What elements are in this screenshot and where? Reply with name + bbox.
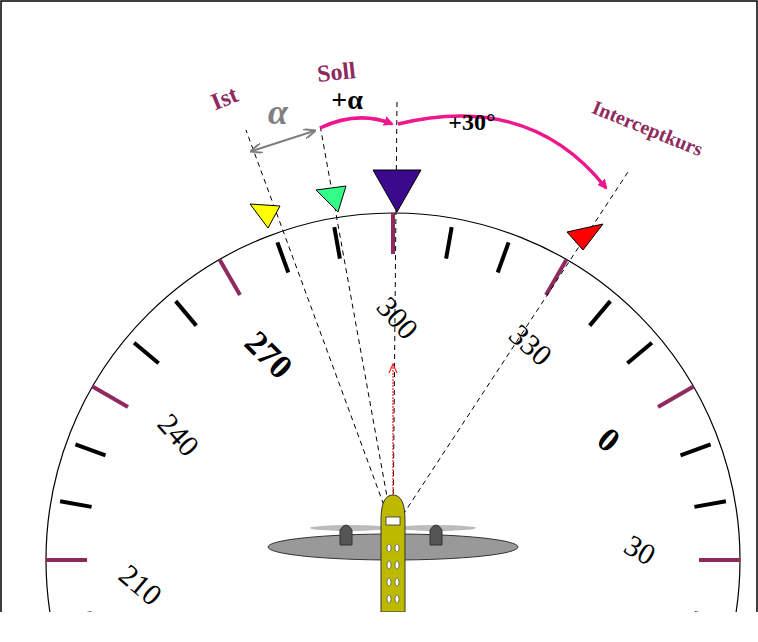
intercept-bug [567,224,603,250]
compass-tick [627,343,652,364]
heading-number: 210 [113,559,167,611]
plus-30-arrow [398,116,606,188]
compass-ticks [46,213,740,612]
compass-tick [60,501,92,507]
heading-number: 0 [591,422,626,459]
compass-tick [446,227,452,259]
heading-number: 270 [238,325,298,385]
bearing-lines [246,100,628,530]
compass-ring [46,213,740,612]
compass-tick [391,213,395,254]
plus-30-label: +30° [448,110,495,134]
alpha-label: α [268,94,288,130]
airplane [268,495,518,612]
heading-bug [373,170,421,212]
intercept-label: Interceptkurs [590,97,706,160]
compass-tick [681,444,711,455]
compass-tick [546,260,567,296]
compass-tick [498,242,509,272]
ist-label: Ist [207,82,241,114]
plus-alpha-label: +α [331,86,363,114]
compass-tick [334,227,340,259]
compass-tick [658,387,694,408]
frame [1,1,757,612]
compass-tick [699,558,740,562]
heading-number: 300 [371,291,423,345]
plus-alpha-arrow [320,118,392,128]
compass-tick [93,387,129,408]
soll-label: Soll [316,58,357,86]
heading-number: 30 [620,530,661,571]
soll-bug [316,186,346,212]
compass-tick [134,343,159,364]
compass-tick [694,501,726,507]
compass-tick [46,558,87,562]
compass-tick [176,301,197,326]
compass-tick [75,444,105,455]
heading-arrow [392,364,393,495]
compass-tick [590,301,611,326]
heading-number: 240 [152,408,204,462]
compass-tick [220,260,241,296]
compass-tick [277,242,288,272]
ist-bug [250,204,280,228]
alpha-arrow [252,131,314,151]
heading-number: 330 [503,319,557,371]
